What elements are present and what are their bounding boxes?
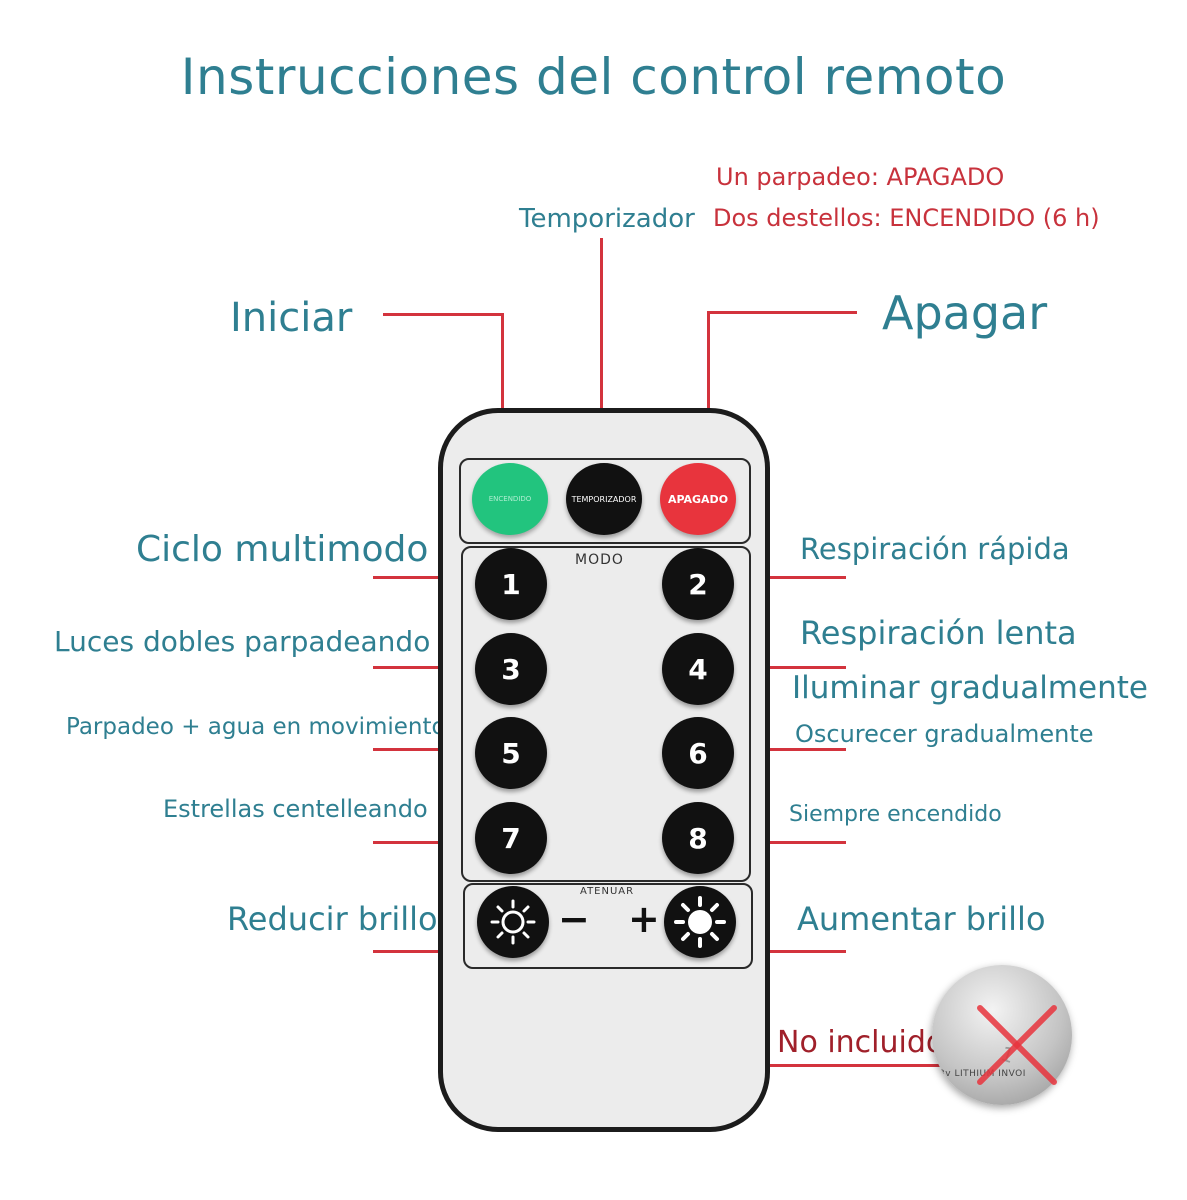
mode-button-7[interactable]: 7 <box>475 802 547 874</box>
mode-button-6-label: 6 <box>688 736 708 770</box>
label-mode-4b: Iluminar gradualmente <box>792 670 1148 706</box>
label-mode-7: Estrellas centelleando <box>163 795 428 823</box>
mode-button-6[interactable]: 6 <box>662 717 734 789</box>
label-mode-2: Respiración rápida <box>800 532 1070 566</box>
leader-start-h <box>383 313 503 316</box>
label-mode-3: Luces dobles parpadeando <box>54 625 431 658</box>
timer-info-single-blink: Un parpadeo: APAGADO <box>716 163 1005 191</box>
mode-label: MODO <box>575 552 624 568</box>
on-button[interactable]: ENCENDIDO <box>472 463 548 535</box>
mode-button-8-label: 8 <box>688 821 708 855</box>
mode-button-7-label: 7 <box>501 821 521 855</box>
dim-label: ATENUAR <box>580 886 635 897</box>
label-mode-6: Oscurecer gradualmente <box>795 720 1094 748</box>
mode-button-2-label: 2 <box>688 567 708 601</box>
leader-off-v <box>707 311 710 458</box>
sun-small-icon <box>490 899 536 945</box>
label-start: Iniciar <box>230 295 353 341</box>
label-battery-not-included: No incluido <box>777 1025 945 1060</box>
leader-mode-2 <box>762 576 846 579</box>
mode-button-5-label: 5 <box>501 736 521 770</box>
leader-dim-up <box>762 950 846 953</box>
timer-info-double-blink: Dos destellos: ENCENDIDO (6 h) <box>713 204 1100 232</box>
label-mode-1: Ciclo multimodo <box>136 529 429 570</box>
minus-sign: − <box>558 897 590 941</box>
page-title: Instrucciones del control remoto <box>180 48 1007 106</box>
leader-off-h <box>707 311 857 314</box>
mode-button-3-label: 3 <box>501 652 521 686</box>
leader-timer <box>600 238 603 458</box>
label-mode-8: Siempre encendido <box>789 802 1002 827</box>
leader-start-v <box>501 313 504 458</box>
leader-battery <box>708 1064 940 1067</box>
leader-mode-1 <box>373 576 459 579</box>
label-mode-5: Parpadeo + agua en movimiento <box>66 714 446 740</box>
label-off: Apagar <box>882 286 1048 340</box>
mode-button-1-label: 1 <box>501 567 521 601</box>
label-dim-up: Aumentar brillo <box>797 900 1046 938</box>
leader-dim-down <box>373 950 459 953</box>
cross-icon <box>977 1005 1057 1085</box>
leader-mode-5 <box>373 748 459 751</box>
label-mode-4: Respiración lenta <box>800 614 1077 652</box>
leader-mode-3 <box>373 666 459 669</box>
mode-button-1[interactable]: 1 <box>475 548 547 620</box>
leader-mode-8 <box>762 841 846 844</box>
mode-button-4[interactable]: 4 <box>662 633 734 705</box>
dim-up-button[interactable] <box>664 886 736 958</box>
mode-button-5[interactable]: 5 <box>475 717 547 789</box>
on-button-label: ENCENDIDO <box>488 495 532 503</box>
off-button[interactable]: APAGADO <box>660 463 736 535</box>
timer-button-label: TEMPORIZADOR <box>571 494 637 504</box>
mode-button-8[interactable]: 8 <box>662 802 734 874</box>
mode-button-4-label: 4 <box>688 652 708 686</box>
mode-button-3[interactable]: 3 <box>475 633 547 705</box>
leader-mode-7 <box>373 841 459 844</box>
timer-button[interactable]: TEMPORIZADOR <box>566 463 642 535</box>
leader-mode-4 <box>762 666 846 669</box>
off-button-label: APAGADO <box>667 492 729 506</box>
plus-sign: + <box>628 897 660 941</box>
sun-large-icon <box>674 896 726 948</box>
label-dim-down: Reducir brillo <box>227 900 438 938</box>
leader-mode-6 <box>762 748 846 751</box>
dim-down-button[interactable] <box>477 886 549 958</box>
label-timer: Temporizador <box>519 204 695 234</box>
mode-button-2[interactable]: 2 <box>662 548 734 620</box>
